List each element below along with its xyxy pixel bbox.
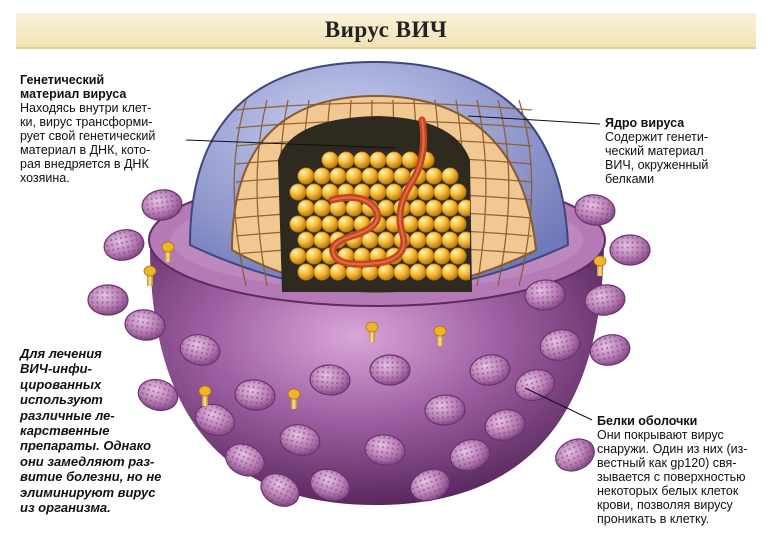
- envelope-stud: [593, 255, 607, 276]
- envelope-protein-knob: [424, 394, 466, 426]
- pointer-core: [467, 115, 601, 125]
- envelope-stud: [198, 385, 212, 406]
- envelope-stud: [161, 241, 175, 262]
- envelope-protein-knob: [484, 409, 526, 441]
- page-title: Вирус ВИЧ: [324, 17, 448, 42]
- envelope-protein-knob: [124, 309, 166, 341]
- label-core-head: Ядро вируса: [605, 116, 685, 130]
- label-treatment-note: Для лечения ВИЧ-инфи- цированных использ…: [20, 346, 162, 516]
- envelope-protein-knob: [194, 403, 236, 437]
- capsid-cutaway: [230, 94, 538, 294]
- envelope-protein-knob: [469, 354, 511, 386]
- envelope-protein-knob: [449, 438, 491, 472]
- envelope-protein-knob: [87, 284, 129, 316]
- envelope-protein-knob: [409, 468, 451, 502]
- label-virus-core: Ядро вируса Содержит генети- ческий мате…: [605, 116, 755, 186]
- envelope-protein-knob: [584, 284, 626, 316]
- label-envelope-body: Они покрывают вирус снаружи. Один из них…: [597, 428, 748, 526]
- envelope-protein-knob: [141, 189, 183, 221]
- envelope-protein-knob: [555, 438, 595, 472]
- label-genetic-head: Генетический материал вируса: [20, 73, 127, 101]
- pointer-envelope: [524, 387, 593, 421]
- envelope-stud: [287, 388, 301, 409]
- envelope-protein-knob: [609, 234, 651, 266]
- envelope-protein-knob: [524, 279, 566, 311]
- envelope-protein-knob: [260, 473, 300, 507]
- label-core-body: Содержит генети- ческий материал ВИЧ, ок…: [605, 130, 709, 186]
- envelope-protein-knob: [279, 424, 321, 456]
- envelope-protein-knob: [309, 468, 351, 502]
- pointer-genetic: [185, 139, 396, 149]
- envelope-protein-knob: [589, 334, 631, 366]
- envelope-protein-knob: [514, 368, 556, 402]
- envelope-protein-knob: [103, 229, 145, 261]
- envelope-protein-knob: [539, 329, 581, 361]
- envelope-protein-knob: [364, 434, 406, 466]
- envelope-protein-knob: [179, 334, 221, 366]
- envelope-stud: [433, 325, 447, 346]
- envelope-stud: [143, 265, 157, 286]
- label-envelope-proteins: Белки оболочки Они покрывают вирус снару…: [597, 414, 767, 526]
- envelope-protein-knob: [369, 354, 411, 386]
- label-genetic-body: Находясь внутри клет- ки, вирус трансфор…: [20, 101, 156, 185]
- envelope-protein-knob: [234, 379, 276, 411]
- label-envelope-head: Белки оболочки: [597, 414, 698, 428]
- envelope-protein-knob: [137, 378, 179, 412]
- envelope-protein-knob: [574, 194, 616, 226]
- title-bar: Вирус ВИЧ: [16, 13, 756, 49]
- envelope-protein-knob: [309, 364, 351, 396]
- envelope-stud: [365, 321, 379, 342]
- envelope-protein-knob: [225, 443, 265, 477]
- label-genetic-material: Генетический материал вируса Находясь вн…: [20, 73, 185, 185]
